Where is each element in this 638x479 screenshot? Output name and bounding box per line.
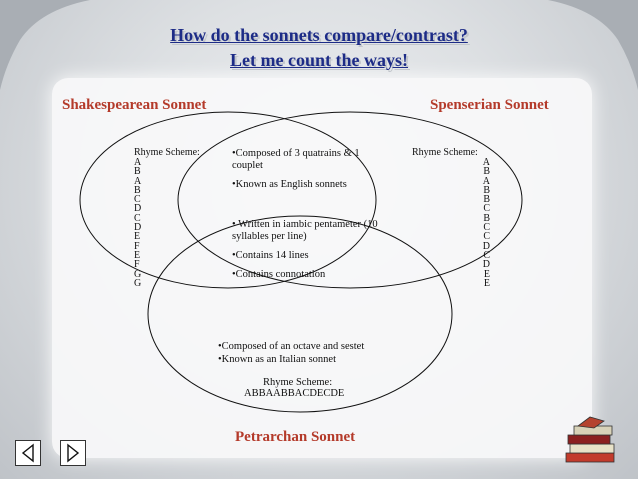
petrarchan-rhyme-value: ABBAABBACDECDE	[244, 388, 345, 399]
rhyme-letter: B	[483, 212, 490, 224]
decor-corner-top-left	[0, 0, 90, 90]
rhyme-letter: F	[134, 240, 140, 252]
rhyme-letter: D	[482, 240, 490, 252]
spenserian-label: Spenserian Sonnet	[430, 97, 549, 113]
spenserian-circle	[177, 111, 523, 289]
rhyme-letter: E	[134, 249, 141, 261]
rhyme-letter: B	[483, 166, 490, 178]
petrarchan-circle	[147, 215, 453, 413]
rhyme-letter: E	[483, 277, 490, 289]
rhyme-letter: D	[482, 259, 490, 271]
rhyme-letter: C	[483, 203, 490, 215]
rhyme-letter: A	[482, 175, 490, 187]
rhyme-letter: C	[483, 222, 490, 234]
rhyme-letter: A	[134, 157, 142, 168]
rhyme-letter: B	[483, 184, 490, 196]
rhyme-letter: G	[134, 268, 142, 280]
petrarchan-label: Petrarchan Sonnet	[235, 429, 356, 445]
spenserian-rhyme-label: Rhyme Scheme:	[412, 147, 478, 158]
nav-back-button[interactable]	[15, 440, 41, 466]
rhyme-letter: C	[134, 212, 141, 224]
petrarchan-rhyme-label: Rhyme Scheme:	[263, 377, 333, 388]
rhyme-letter: F	[134, 259, 140, 271]
petrarchan-point-2: •Known as an Italian sonnet	[218, 354, 336, 365]
slide-title-line1: How do the sonnets compare/contrast?	[170, 25, 468, 45]
rhyme-letter: C	[483, 231, 490, 243]
decor-corner-top-right	[548, 0, 638, 90]
nav-forward-icon	[67, 443, 80, 463]
rhyme-letter: A	[482, 157, 490, 168]
rhyme-letter: C	[134, 194, 141, 206]
shakespearean-point-2: •Known as English sonnets	[232, 179, 347, 190]
rhyme-letter: E	[134, 231, 141, 243]
rhyme-letter: B	[134, 166, 141, 178]
shakespearean-rhyme-label: Rhyme Scheme:	[134, 147, 200, 158]
shakespearean-circle	[79, 111, 377, 289]
rhyme-letter: A	[134, 175, 142, 187]
rhyme-letter: B	[483, 194, 490, 206]
rhyme-letter: B	[134, 184, 141, 196]
slide-title-line2: Let me count the ways!	[230, 50, 408, 70]
rhyme-letter: G	[134, 277, 142, 289]
shared-point-3: •Contains connotation	[232, 269, 326, 280]
rhyme-letter: E	[483, 268, 490, 280]
books-icon	[565, 416, 615, 463]
nav-forward-button[interactable]	[60, 440, 86, 466]
shared-point-1: • Written in iambic pentameter (10 sylla…	[232, 219, 378, 242]
shared-point-2: •Contains 14 lines	[232, 250, 309, 261]
shakespearean-label: Shakespearean Sonnet	[62, 97, 207, 113]
petrarchan-point-1: •Composed of an octave and sestet	[218, 341, 365, 352]
shakespearean-point-1: •Composed of 3 quatrains & 1 couplet	[232, 148, 360, 171]
nav-back-icon	[21, 443, 34, 463]
rhyme-letter: D	[134, 203, 142, 215]
rhyme-letter: C	[483, 249, 490, 261]
rhyme-letter: D	[134, 222, 142, 234]
